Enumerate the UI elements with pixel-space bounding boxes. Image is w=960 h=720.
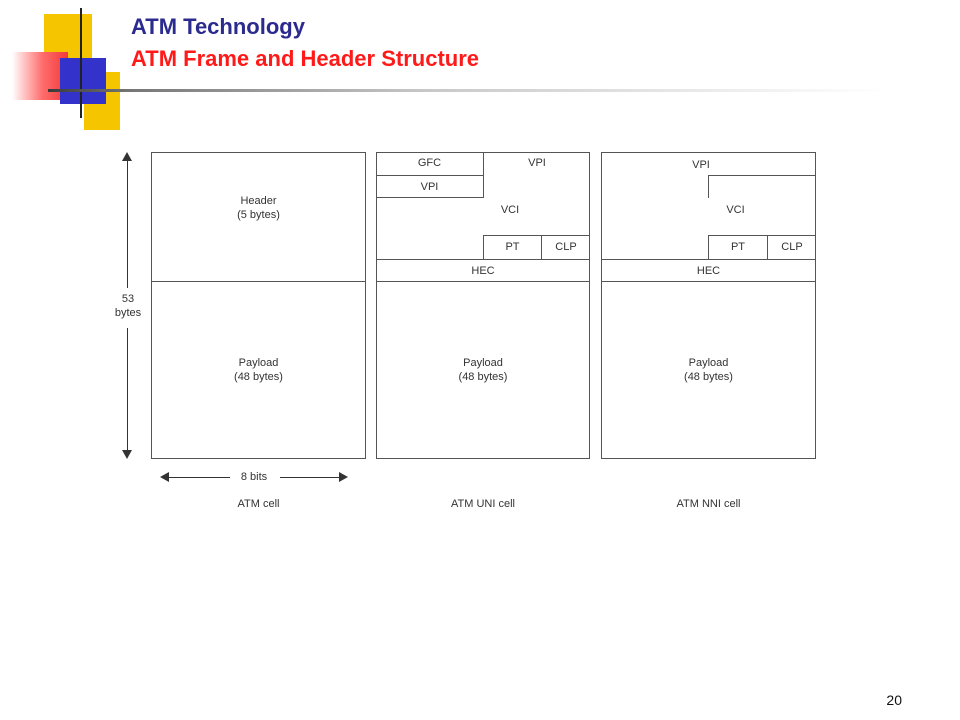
uni-payload-label: Payload bbox=[463, 357, 503, 369]
arrow-left-icon bbox=[160, 472, 169, 482]
uni-hec-label: HEC bbox=[471, 265, 495, 277]
width-arrow-right bbox=[280, 477, 340, 478]
size-label-bytes: bytes bbox=[114, 307, 142, 319]
atm-cell-payload-box bbox=[151, 281, 366, 459]
uni-cell-caption: ATM UNI cell bbox=[451, 498, 515, 510]
nni-cell-caption: ATM NNI cell bbox=[676, 498, 741, 510]
atm-cell-caption: ATM cell bbox=[237, 498, 280, 510]
uni-cell-outline bbox=[376, 152, 590, 459]
uni-hec-bottom bbox=[376, 281, 590, 282]
slide-subtitle: ATM Frame and Header Structure bbox=[131, 46, 480, 71]
title-underline bbox=[48, 89, 888, 92]
nni-payload-label: Payload bbox=[688, 357, 729, 369]
nni-vci-label: VCI bbox=[726, 204, 745, 216]
logo-red-block bbox=[12, 52, 68, 100]
nni-pt-left bbox=[708, 235, 709, 259]
slide-title: ATM Technology bbox=[131, 14, 305, 39]
uni-gfc-label: GFC bbox=[417, 157, 442, 169]
logo-blue-block bbox=[60, 58, 106, 104]
height-arrow-lower bbox=[127, 328, 128, 452]
uni-pt-clp-divider bbox=[541, 235, 542, 259]
nni-hec-bottom bbox=[601, 281, 816, 282]
nni-step-horizontal bbox=[708, 175, 816, 176]
atm-cell-header-size: (5 bytes) bbox=[237, 209, 280, 221]
uni-pt-left bbox=[483, 235, 484, 259]
nni-hec-label: HEC bbox=[696, 265, 721, 277]
uni-pt-top bbox=[483, 235, 590, 236]
uni-clp-label: CLP bbox=[555, 241, 577, 253]
nni-step-vertical bbox=[708, 175, 709, 198]
arrow-right-icon bbox=[339, 472, 348, 482]
nni-vpi-label: VPI bbox=[692, 159, 710, 171]
width-label: 8 bits bbox=[240, 471, 268, 483]
nni-hec-top bbox=[601, 259, 816, 260]
uni-row2-divider bbox=[376, 197, 484, 198]
uni-vpi-top-label: VPI bbox=[528, 157, 546, 169]
arrow-down-icon bbox=[122, 450, 132, 459]
nni-pt-top bbox=[708, 235, 816, 236]
uni-row1-divider bbox=[376, 175, 484, 176]
nni-cell-outline bbox=[601, 152, 816, 459]
arrow-up-icon bbox=[122, 152, 132, 161]
uni-vci-label: VCI bbox=[500, 204, 520, 216]
nni-pt-clp-divider bbox=[767, 235, 768, 259]
nni-pt-label: PT bbox=[730, 241, 746, 253]
nni-clp-label: CLP bbox=[781, 241, 803, 253]
height-arrow-upper bbox=[127, 160, 128, 288]
logo-vertical-line bbox=[80, 8, 82, 118]
uni-gfc-vpi-divider bbox=[483, 152, 484, 198]
uni-hec-top bbox=[376, 259, 590, 260]
atm-cell-payload-label: Payload bbox=[238, 357, 279, 369]
uni-payload-size: (48 bytes) bbox=[458, 371, 508, 383]
nni-payload-size: (48 bytes) bbox=[684, 371, 733, 383]
size-label-53: 53 bbox=[121, 293, 135, 305]
atm-cell-header-label: Header bbox=[240, 195, 277, 207]
uni-vpi-left-label: VPI bbox=[420, 181, 439, 193]
page-number: 20 bbox=[886, 692, 902, 708]
uni-pt-label: PT bbox=[505, 241, 520, 253]
width-arrow-left bbox=[168, 477, 230, 478]
atm-cell-payload-size: (48 bytes) bbox=[234, 371, 283, 383]
